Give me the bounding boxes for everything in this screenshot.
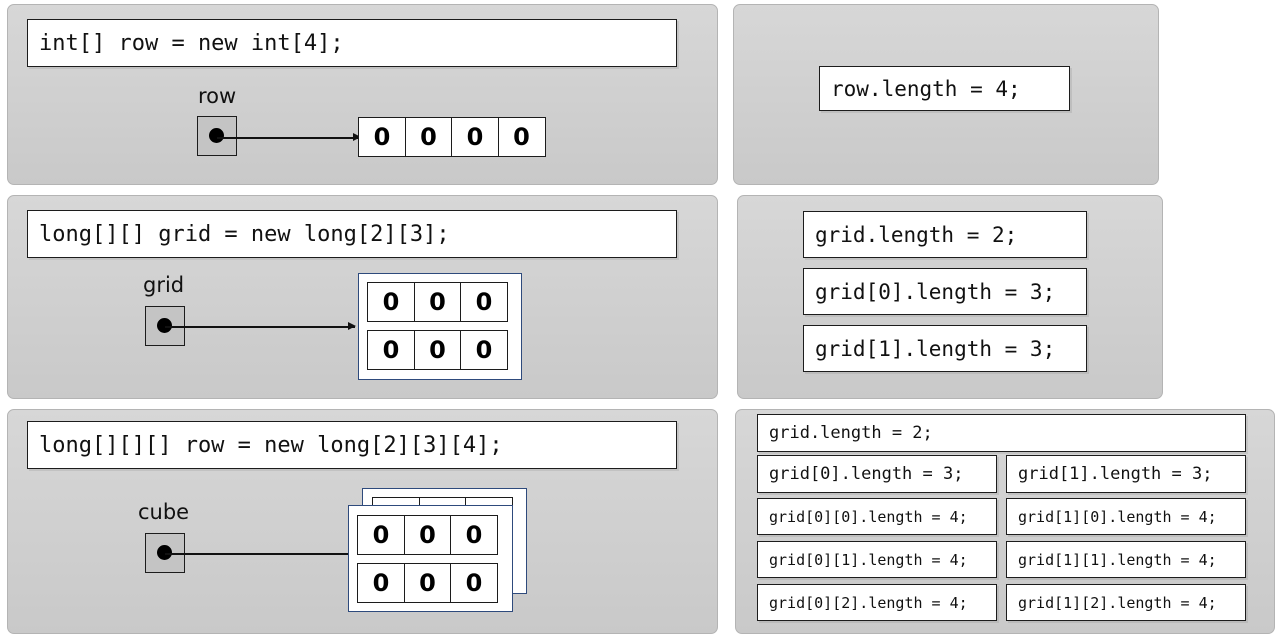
row-declaration: int[] row = new int[4];: [27, 19, 677, 67]
grid-cell: 0: [367, 330, 415, 370]
cube-cell: 0: [450, 563, 498, 603]
grid-declaration: long[][] grid = new long[2][3];: [27, 210, 677, 258]
cube-cell: 0: [357, 563, 405, 603]
row-reference-box: [197, 116, 237, 156]
cube-right-length-3: grid[1][2].length = 4;: [1006, 584, 1246, 621]
grid-row1-length-statement: grid[1].length = 3;: [803, 325, 1087, 372]
cube-front-row-0: 0 0 0: [357, 515, 498, 555]
row-cell: 0: [404, 117, 453, 157]
cube-left-length-1: grid[0][0].length = 4;: [757, 498, 997, 535]
grid-row-1: 0 0 0: [367, 330, 508, 370]
cube-cell: 0: [357, 515, 405, 555]
grid-cell: 0: [413, 282, 462, 322]
cube-left-length-3: grid[0][2].length = 4;: [757, 584, 997, 621]
cube-left-length-0: grid[0].length = 3;: [757, 455, 997, 493]
grid-cell: 0: [460, 282, 508, 322]
grid-row-0: 0 0 0: [367, 282, 508, 322]
grid-variable-label: grid: [143, 273, 185, 297]
cube-front-row-1: 0 0 0: [357, 563, 498, 603]
cube-length-statement: grid.length = 2;: [757, 414, 1246, 452]
cube-reference-arrow: [165, 550, 356, 556]
grid-row0-length-statement: grid[0].length = 3;: [803, 268, 1087, 315]
cube-left-length-2: grid[0][1].length = 4;: [757, 541, 997, 578]
grid-cell: 0: [460, 330, 508, 370]
row-variable-label: row: [198, 84, 237, 108]
grid-length-statement: grid.length = 2;: [803, 211, 1087, 258]
row-cell: 0: [497, 117, 546, 157]
grid-reference-arrow: [165, 323, 356, 329]
cube-declaration: long[][][] row = new long[2][3][4];: [27, 421, 677, 469]
row-length-statement: row.length = 4;: [819, 66, 1070, 111]
row-reference-arrow: [217, 134, 361, 140]
row-cell: 0: [451, 117, 499, 157]
cube-cell: 0: [450, 515, 498, 555]
cube-cell: 0: [403, 515, 452, 555]
cube-right-length-1: grid[1][0].length = 4;: [1006, 498, 1246, 535]
cube-right-length-2: grid[1][1].length = 4;: [1006, 541, 1246, 578]
cube-variable-label: cube: [138, 500, 190, 524]
row-array: 0 0 0 0: [358, 117, 546, 157]
cube-cell: 0: [403, 563, 452, 603]
cube-right-length-0: grid[1].length = 3;: [1006, 455, 1246, 493]
grid-cell: 0: [413, 330, 462, 370]
grid-cell: 0: [367, 282, 415, 322]
row-cell: 0: [358, 117, 406, 157]
